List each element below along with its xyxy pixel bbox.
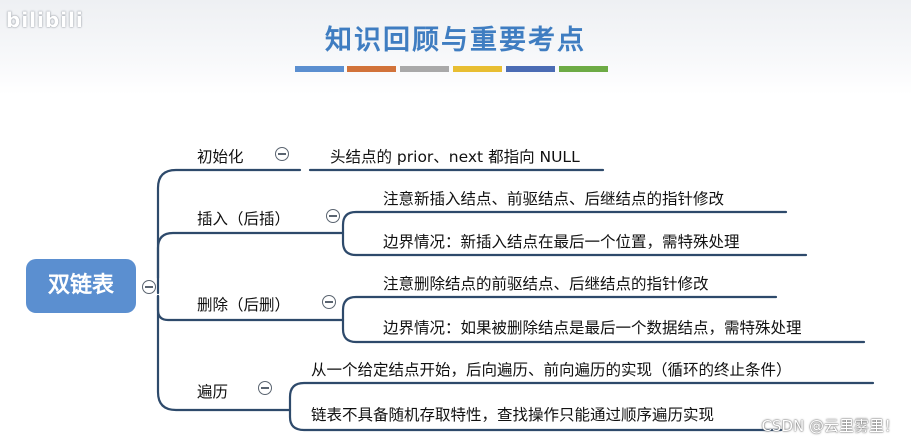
color-bar-6	[559, 66, 608, 72]
color-bar-3	[400, 66, 449, 72]
leaf-traverse-1: 从一个给定结点开始，后向遍历、前向遍历的实现（循环的终止条件）	[311, 361, 792, 379]
connector-root-init	[156, 168, 302, 280]
branch-delete-collapse-icon[interactable]	[322, 295, 336, 309]
connector-insert-leaf-2	[341, 231, 808, 257]
leaf-init-1: 头结点的 prior、next 都指向 NULL	[330, 148, 580, 166]
color-bar-4	[453, 66, 502, 72]
root-node: 双链表	[26, 259, 136, 313]
leaf-traverse-2: 链表不具备随机存取特性，查找操作只能通过顺序遍历实现	[311, 406, 715, 424]
branch-init-label: 初始化	[197, 148, 244, 166]
connector-traverse-leaf-2	[288, 408, 783, 432]
branch-delete-label: 删除（后删）	[197, 296, 291, 314]
root-collapse-icon[interactable]	[142, 280, 156, 294]
branch-insert-label: 插入（后插）	[197, 210, 291, 228]
color-bar-1	[295, 66, 344, 72]
color-bar-2	[347, 66, 396, 72]
branch-init-collapse-icon[interactable]	[275, 147, 289, 161]
branch-traverse-label: 遍历	[197, 383, 229, 401]
connector-root-insert	[156, 231, 345, 295]
leaf-insert-1: 注意新插入结点、前驱结点、后继结点的指针修改	[383, 190, 725, 208]
leaf-delete-1: 注意删除结点的前驱结点、后继结点的指针修改	[383, 275, 709, 293]
connector-delete-leaf-1	[341, 295, 778, 322]
connector-root-traverse	[156, 294, 292, 412]
page-title: 知识回顾与重要考点	[325, 25, 586, 56]
branch-traverse-collapse-icon[interactable]	[258, 381, 272, 395]
header-band	[0, 0, 911, 95]
leaf-insert-2: 边界情况：新插入结点在最后一个位置，需特殊处理	[383, 233, 740, 251]
connector-insert-leaf-1	[341, 210, 788, 235]
leaf-delete-2: 边界情况：如果被删除结点是最后一个数据结点，需特殊处理	[383, 319, 802, 337]
connector-traverse-leaf-1	[288, 381, 875, 412]
connector-delete-leaf-2	[341, 318, 866, 344]
csdn-watermark: CSDN @云里雾里！	[761, 417, 899, 435]
branch-insert-collapse-icon[interactable]	[326, 209, 340, 223]
color-bar-5	[506, 66, 555, 72]
bilibili-logo: bilibili	[6, 8, 84, 32]
